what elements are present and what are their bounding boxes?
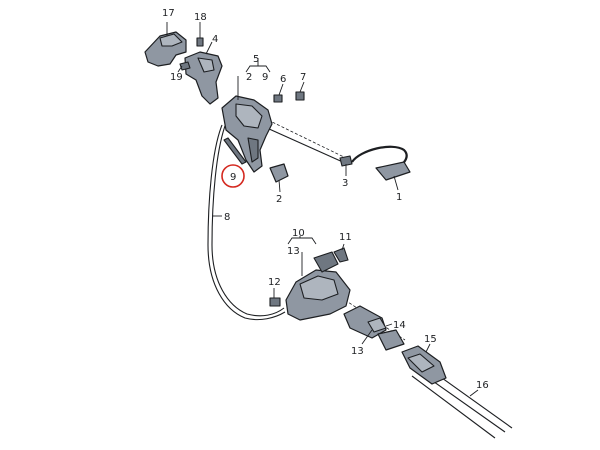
callout-1: 1 — [396, 192, 402, 203]
part-4-detail — [197, 57, 215, 73]
leader-11 — [341, 243, 345, 251]
part-9-pin — [223, 137, 247, 165]
part-2-clip — [269, 163, 289, 183]
callout-9-highlighted: 9 — [230, 172, 236, 183]
callout-11: 11 — [339, 232, 352, 243]
part-13-sleeve — [377, 329, 405, 351]
part-19-screw — [179, 61, 191, 71]
lower-mechanism-top — [313, 251, 339, 273]
callout-3: 3 — [342, 178, 348, 189]
callout-10: 10 — [292, 228, 305, 239]
lower-cable-16c — [411, 375, 496, 439]
lower-mechanism-face — [299, 275, 339, 301]
leader-13 — [361, 329, 373, 345]
leader-19 — [177, 65, 183, 73]
part-13-collar — [367, 317, 387, 333]
callout-17: 17 — [162, 8, 175, 19]
leader-7 — [299, 81, 305, 93]
leader-15 — [425, 343, 431, 353]
callout-13: 13 — [351, 346, 364, 357]
part-12-bolt — [269, 297, 281, 307]
part-18-bolt — [196, 37, 204, 47]
callout-8: 8 — [224, 212, 230, 223]
leader-4 — [205, 41, 213, 55]
upper-mechanism-lever — [247, 137, 259, 163]
part-1-end — [375, 161, 411, 181]
leader-6 — [278, 83, 284, 96]
callout-16: 16 — [476, 380, 489, 391]
cable-8 — [207, 124, 286, 321]
dashed-cable-to-1 — [267, 119, 351, 161]
part-6-bolt — [273, 94, 283, 103]
callout-5: 5 — [253, 54, 259, 65]
cable-3 — [257, 123, 346, 164]
callout-19: 19 — [170, 72, 183, 83]
leader-5-bracket — [245, 58, 271, 73]
part-3-clip — [339, 155, 353, 167]
callout-5-sub-9: 9 — [262, 72, 268, 83]
part-17-detail — [159, 33, 183, 47]
callout-4: 4 — [212, 34, 218, 45]
leader-2 — [278, 179, 281, 193]
upper-mechanism-face — [235, 103, 263, 129]
callout-18: 18 — [194, 12, 207, 23]
part-11-clip — [333, 247, 349, 263]
callout-10-sub-13: 13 — [287, 246, 300, 257]
part-15-boot-ridge — [407, 353, 435, 373]
callout-14: 14 — [393, 320, 406, 331]
callout-7: 7 — [300, 72, 306, 83]
callout-2: 2 — [276, 194, 282, 205]
callout-5-sub-2: 2 — [246, 72, 252, 83]
callout-6: 6 — [280, 74, 286, 85]
highlight-ring-part-9 — [221, 164, 245, 188]
leader-10-bracket — [287, 236, 317, 245]
callout-15: 15 — [424, 334, 437, 345]
cable-8-outer — [211, 122, 285, 317]
leader-14 — [385, 323, 393, 327]
part-7-bolt — [295, 91, 305, 101]
leader-1 — [393, 175, 399, 191]
callout-12: 12 — [268, 277, 281, 288]
leader-16 — [469, 389, 479, 397]
